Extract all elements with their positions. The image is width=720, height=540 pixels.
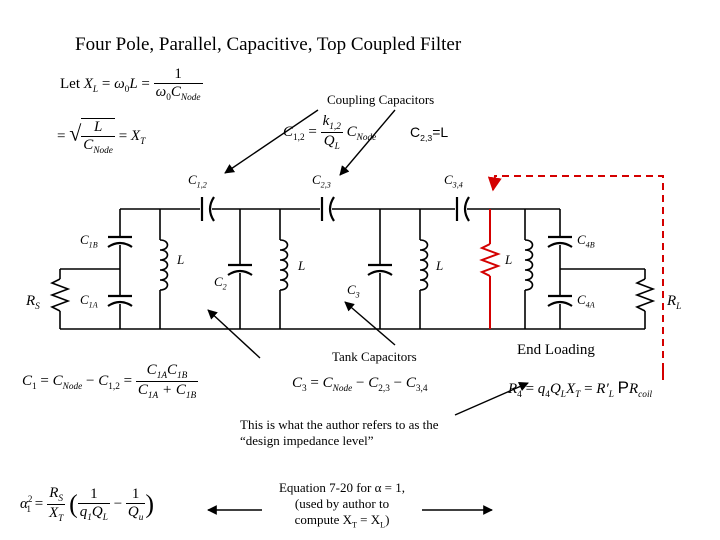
label-c12: C1,2 bbox=[188, 172, 207, 190]
design-impedance-note: This is what the author refers to as the… bbox=[240, 417, 439, 448]
c3-equation: C3 = CNode − C2,3 − C3,4 bbox=[292, 375, 428, 394]
arrow-coupling-c23 bbox=[339, 109, 396, 176]
arrow-tank-c3 bbox=[344, 301, 396, 346]
label-c34: C3,4 bbox=[444, 172, 463, 190]
inductor-l3 bbox=[419, 209, 429, 329]
let-word: Let bbox=[60, 75, 80, 92]
coupling-capacitors-label: Coupling Capacitors bbox=[327, 92, 435, 107]
c23-equals-l: C2,3=L bbox=[410, 124, 449, 143]
capacitor-c4a bbox=[547, 294, 573, 307]
page-title: Four Pole, Parallel, Capacitive, Top Cou… bbox=[75, 34, 462, 55]
inductor-l2 bbox=[279, 209, 289, 329]
label-c4a: C4A bbox=[577, 292, 595, 310]
label-c4b: C4B bbox=[577, 232, 595, 250]
equation-note: Equation 7-20 for α = 1, (used by author… bbox=[278, 480, 406, 530]
inductor-l4 bbox=[524, 209, 534, 329]
capacitor-c3 bbox=[367, 209, 393, 329]
capacitor-c34 bbox=[455, 196, 470, 222]
resistor-rl bbox=[560, 268, 656, 329]
label-c3: C3 bbox=[347, 282, 360, 300]
capacitor-c2 bbox=[227, 209, 253, 329]
arrow-coupling-c12 bbox=[224, 109, 319, 174]
capacitor-c12 bbox=[200, 196, 215, 222]
capacitor-c1b bbox=[107, 235, 133, 248]
red-dashed-arrow-top bbox=[487, 175, 664, 370]
capacitor-c1a bbox=[107, 294, 133, 307]
capacitor-c23 bbox=[320, 196, 335, 222]
end-loading-label: End Loading bbox=[517, 342, 595, 358]
r4-equation: R4 = q4QLXT = R′L PRcoil bbox=[508, 378, 653, 400]
arrow-tank-c2 bbox=[207, 309, 261, 359]
label-c2: C2 bbox=[214, 274, 227, 292]
label-l1: L bbox=[177, 252, 185, 267]
label-l4: L bbox=[505, 252, 513, 267]
tank-capacitors-label: Tank Capacitors bbox=[332, 349, 417, 364]
resistor-rs bbox=[49, 268, 120, 329]
label-c1a: C1A bbox=[80, 292, 98, 310]
end-loading-resistor bbox=[479, 209, 501, 329]
capacitor-c4b bbox=[547, 235, 573, 248]
label-l3: L bbox=[436, 258, 444, 273]
arrow-design-level bbox=[454, 382, 529, 416]
label-l2: L bbox=[298, 258, 306, 273]
label-rl: RL bbox=[667, 293, 682, 312]
label-c23: C2,3 bbox=[312, 172, 331, 190]
label-rs: RS bbox=[26, 293, 40, 312]
inductor-l1 bbox=[159, 209, 169, 329]
label-c1b: C1B bbox=[80, 232, 98, 250]
